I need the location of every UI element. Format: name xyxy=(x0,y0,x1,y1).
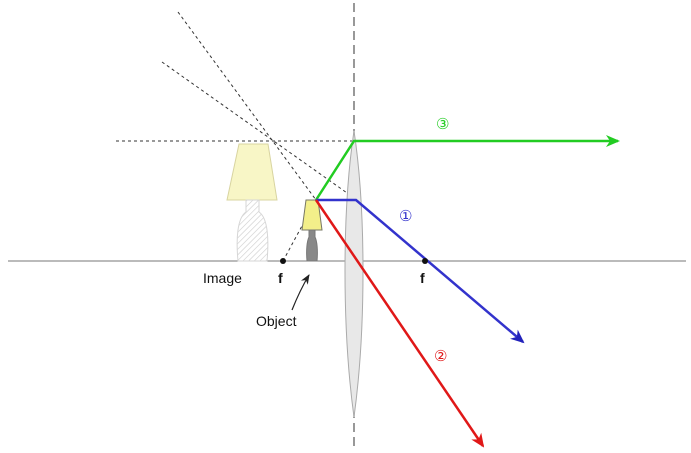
ray-3-marker: ③ xyxy=(436,115,449,133)
focal-point-right xyxy=(422,258,428,264)
object-lamp xyxy=(302,200,322,261)
image-label: Image xyxy=(203,270,242,286)
focal-label-left: f xyxy=(278,270,283,286)
image-lamp xyxy=(227,144,277,261)
ray-2-marker: ② xyxy=(434,347,447,365)
focal-point-left xyxy=(280,258,286,264)
convex-lens xyxy=(345,131,363,417)
image-lamp-base xyxy=(237,200,268,261)
ray-3 xyxy=(316,141,618,200)
focal-label-right: f xyxy=(420,270,425,286)
ray-1-marker: ① xyxy=(399,207,412,225)
object-lamp-base xyxy=(307,230,318,261)
image-lampshade xyxy=(227,144,277,200)
object-pointer-arrow xyxy=(292,275,309,310)
object-label: Object xyxy=(256,313,297,329)
